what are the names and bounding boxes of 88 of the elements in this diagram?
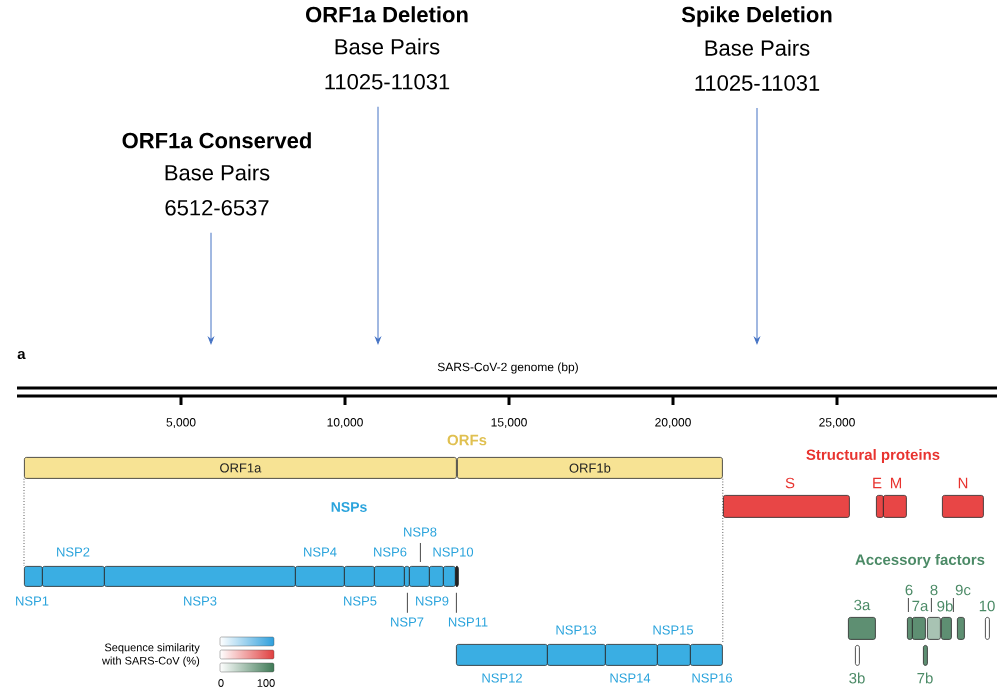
group-title: Structural proteins (806, 449, 940, 463)
gene-segment (429, 566, 444, 587)
gene-segment (104, 566, 296, 587)
gene-segment (912, 617, 926, 640)
segment-label: NSP11 (448, 617, 488, 627)
segment-label: 10 (979, 600, 995, 612)
gene-segment (404, 566, 410, 587)
segment-label: NSP6 (374, 547, 407, 557)
segment-label: NSP16 (692, 673, 733, 683)
gene-segment (605, 644, 658, 666)
segment-label: NSP14 (610, 673, 651, 683)
gene-segment (455, 566, 459, 587)
leader-line (419, 542, 421, 563)
leader-line (406, 592, 408, 614)
group-title: NSPs (331, 502, 367, 512)
gene-segment (456, 644, 548, 666)
segment-label: E (873, 477, 882, 489)
segment-label: NSP2 (57, 547, 90, 557)
segment-label: NSP3 (184, 596, 217, 606)
segment-label: NSP12 (482, 673, 522, 683)
scale-caption: Sequence similarity with SARS-CoV (%) (102, 643, 200, 667)
gene-segment (723, 495, 850, 518)
segment-label: 3a (854, 599, 871, 611)
tick-label: 5,000 (166, 418, 196, 428)
segment-label: 3b (849, 672, 865, 684)
arrow (208, 232, 214, 345)
gene-segment (657, 644, 691, 666)
gene-segment (690, 644, 723, 666)
segment-label: 8 (930, 584, 938, 596)
scale-tick-label: 100 (257, 679, 275, 687)
segment-label: 9c (955, 584, 971, 596)
segment-label: NSP9 (416, 596, 449, 606)
gene-segment (957, 617, 965, 640)
segment-label: N (958, 477, 968, 489)
annotation-text: Spike Deletion Base Pairs 11025-11031 (681, 6, 832, 91)
gene-segment (409, 566, 430, 587)
segment-label: 7b (917, 672, 933, 684)
gene-segment (295, 566, 345, 587)
orf-bar: ORF1a (24, 457, 457, 479)
gene-segment (855, 645, 860, 666)
arrow (375, 106, 381, 345)
gene-segment (927, 617, 941, 640)
guide-line (23, 478, 25, 567)
gene-segment (883, 495, 907, 518)
gene-segment (848, 617, 876, 640)
arrow (754, 107, 760, 345)
leader-line (455, 592, 457, 614)
segment-label: NSP15 (653, 625, 694, 635)
leader-line (930, 597, 932, 613)
gene-segment (42, 566, 105, 587)
group-title: Accessory factors (855, 554, 985, 568)
annotation-text: ORF1a Conserved Base Pairs 6512-6537 (122, 132, 311, 216)
gene-segment (923, 645, 928, 666)
tick-label: 25,000 (819, 418, 855, 428)
gene-segment (547, 644, 606, 666)
leader-line (952, 597, 954, 613)
annotation-text: ORF1a Deletion Base Pairs 11025-11031 (306, 6, 468, 90)
segment-label: NSP8 (404, 527, 437, 537)
tick-label: 20,000 (655, 418, 691, 428)
segment-label: 9b (937, 600, 953, 612)
segment-label: NSP7 (391, 617, 424, 627)
gene-segment (876, 495, 884, 518)
gene-segment (344, 566, 375, 587)
gene-segment (24, 566, 43, 587)
gene-segment (907, 617, 913, 640)
orf-bar: ORF1b (457, 457, 723, 479)
gene-segment (941, 617, 952, 640)
guide-line (722, 478, 724, 645)
segment-label: S (785, 477, 795, 489)
segment-label: 6 (905, 584, 913, 596)
panel-letter: a (17, 350, 26, 360)
gene-segment (443, 566, 456, 587)
scale-tick-label: 0 (218, 679, 224, 687)
tick-label: 10,000 (327, 418, 363, 428)
leader-line (907, 597, 909, 613)
segment-label: 7a (912, 600, 929, 612)
segment-label: NSP5 (344, 596, 377, 606)
segment-label: NSP4 (304, 547, 337, 557)
axis-title: SARS-CoV-2 genome (bp) (437, 362, 578, 374)
gene-segment (942, 495, 984, 518)
gene-segment (985, 617, 990, 640)
group-title: ORFs (447, 434, 487, 446)
segment-label: NSP1 (16, 596, 49, 606)
gene-segment (374, 566, 405, 587)
segment-label: NSP10 (433, 547, 474, 557)
segment-label: NSP13 (556, 625, 597, 635)
segment-label: M (891, 477, 901, 489)
tick-label: 15,000 (491, 418, 527, 428)
